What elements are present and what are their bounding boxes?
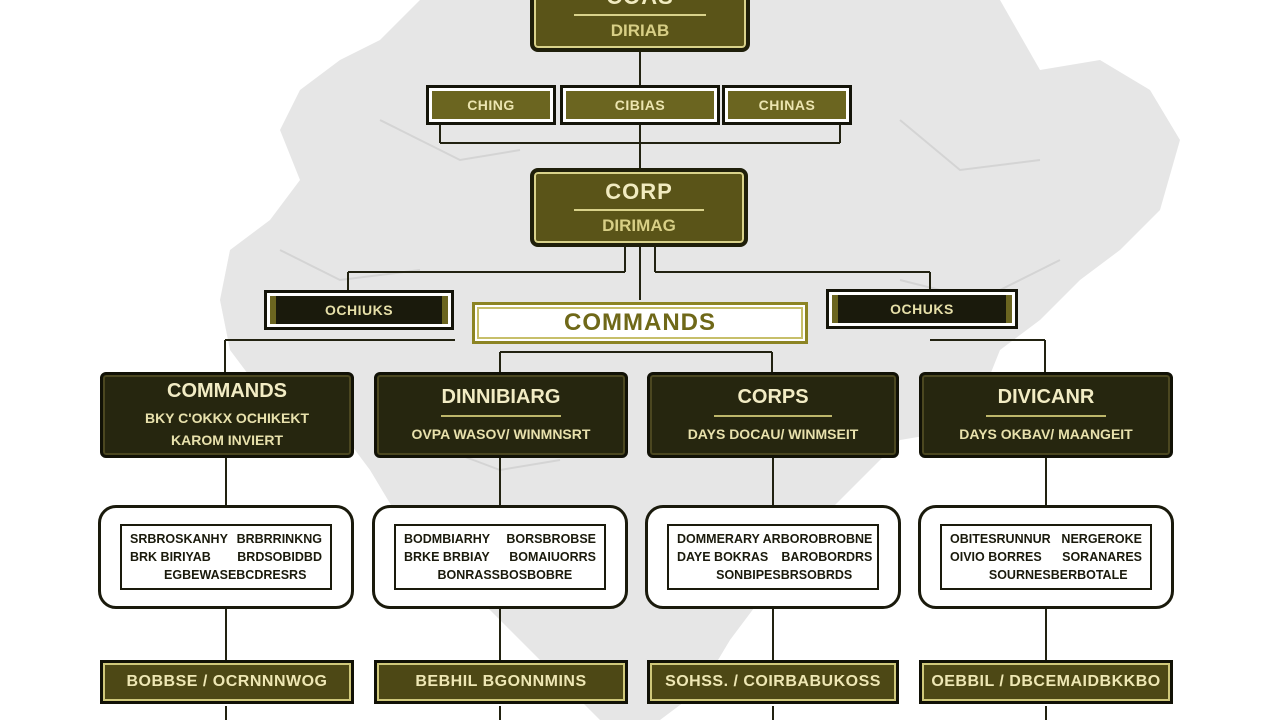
level2-box-2: DINNIBIARG OVPA WASOV/ WINMNSRT	[374, 372, 628, 458]
level2-box-1: COMMANDS BKY C'OKKX OCHIKEKT KAROM INVIE…	[100, 372, 354, 458]
staff-tab-2-label: CIBIAS	[566, 91, 714, 119]
level2-box-3-line1: DAYS DOCAU/ WINMSEIT	[687, 425, 859, 442]
staff-tab-1-label: CHING	[432, 91, 550, 119]
section-tab-left: OCHIUKS	[264, 290, 454, 330]
detail-cell: BRK BIRIYAB	[130, 550, 211, 564]
detail-cell: BOSBOBRE	[500, 568, 573, 582]
level2-box-1-line2: KAROM INVIERT	[171, 431, 283, 448]
detail-cell: BRDSOBIDBD	[237, 550, 322, 564]
level2-box-1-line1: BKY C'OKKX OCHIKEKT	[144, 409, 310, 426]
staff-tab-3-label: CHINAS	[728, 91, 846, 119]
bottom-bar-3: SOHSS. / COIRBABUKOSS	[647, 660, 899, 704]
staff-tab-2: CIBIAS	[560, 85, 720, 125]
corp-node-title: CORP	[605, 179, 673, 204]
detail-cell: DAYE BOKRAS	[677, 550, 769, 564]
detail-box-1: SRBROSKANHY BRBRRINKNG BRK BIRIYAB BRDSO…	[98, 505, 354, 609]
level2-box-1-title: COMMANDS	[167, 379, 287, 402]
level2-box-2-title: DINNIBIARG	[441, 385, 561, 408]
level2-box-3-rule	[713, 414, 833, 417]
detail-box-3-grid: DOMMERARY AR BOROBROBNE DAYE BOKRAS BARO…	[667, 524, 879, 590]
detail-cell: SORANARES	[1062, 550, 1142, 564]
detail-cell: BRKE BRBIAY	[404, 550, 490, 564]
level2-box-4-title: DIVICANR	[997, 385, 1095, 408]
detail-cell: EGBEWAS	[164, 568, 228, 582]
coas-node-rule	[574, 13, 706, 16]
detail-box-3: DOMMERARY AR BOROBROBNE DAYE BOKRAS BARO…	[645, 505, 901, 609]
level2-box-3-title: CORPS	[737, 385, 809, 408]
bottom-bar-1: BOBBSE / OCRNNNWOG	[100, 660, 354, 704]
level2-box-3: CORPS DAYS DOCAU/ WINMSEIT	[647, 372, 899, 458]
detail-cell: BODMBIARHY	[404, 532, 491, 546]
detail-cell: SRBROSKANHY	[130, 532, 228, 546]
bottom-bar-4-label: OEBBIL / DBCEMAIDBKKBO	[931, 673, 1161, 690]
level2-box-2-line1: OVPA WASOV/ WINMNSRT	[411, 425, 591, 442]
coas-node-subtitle: DIRIAB	[610, 20, 670, 40]
bottom-bar-2-label: BEBHIL BGONNMINS	[415, 673, 587, 690]
section-tab-right-label: OCHUKS	[832, 295, 1012, 323]
detail-cell: BOMAIUORRS	[509, 550, 596, 564]
detail-box-2: BODMBIARHY BORSBROBSE BRKE BRBIAY BOMAIU…	[372, 505, 628, 609]
detail-box-4: OBITESRUNNUR NERGEROKE OIVIO BORRES SORA…	[918, 505, 1174, 609]
detail-cell: BORSBROBSE	[506, 532, 596, 546]
detail-box-4-grid: OBITESRUNNUR NERGEROKE OIVIO BORRES SORA…	[940, 524, 1152, 590]
detail-cell: BONRASS	[437, 568, 500, 582]
bottom-bar-1-label: BOBBSE / OCRNNNWOG	[126, 673, 328, 690]
detail-cell: SOURNES	[988, 568, 1051, 582]
section-tab-right: OCHUKS	[826, 289, 1018, 329]
staff-tab-3: CHINAS	[722, 85, 852, 125]
detail-cell: BRSOBRDS	[780, 568, 853, 582]
bottom-bar-3-label: SOHSS. / COIRBABUKOSS	[665, 673, 881, 690]
coas-node-title: COAS	[606, 0, 674, 10]
corp-node-subtitle: DIRIMAG	[602, 216, 676, 235]
staff-tab-1: CHING	[426, 85, 556, 125]
bottom-bar-2: BEBHIL BGONNMINS	[374, 660, 628, 704]
detail-cell: DOMMERARY AR	[677, 532, 781, 546]
detail-cell: BAROBORDRS	[781, 550, 873, 564]
level2-box-4: DIVICANR DAYS OKBAV/ MAANGEIT	[919, 372, 1173, 458]
coas-node: COAS DIRIAB	[530, 0, 750, 52]
level2-box-4-line1: DAYS OKBAV/ MAANGEIT	[959, 425, 1133, 442]
level2-box-4-rule	[986, 414, 1106, 417]
detail-cell: EBCDRESRS	[227, 568, 307, 582]
commands-banner-label: COMMANDS	[564, 309, 716, 336]
detail-cell: NERGEROKE	[1061, 532, 1142, 546]
commands-banner: COMMANDS	[472, 302, 808, 344]
section-tab-left-label: OCHIUKS	[270, 296, 448, 324]
detail-box-2-grid: BODMBIARHY BORSBROBSE BRKE BRBIAY BOMAIU…	[394, 524, 606, 590]
detail-cell: BOROBROBNE	[780, 532, 873, 546]
detail-cell: BERBOTALE	[1050, 568, 1128, 582]
detail-box-1-grid: SRBROSKANHY BRBRRINKNG BRK BIRIYAB BRDSO…	[120, 524, 332, 590]
detail-cell: SONBIPES	[716, 568, 781, 582]
detail-cell: OIVIO BORRES	[950, 550, 1042, 564]
detail-cell: OBITESRUNNUR	[950, 532, 1051, 546]
detail-cell: BRBRRINKNG	[236, 532, 322, 546]
corp-node-rule	[573, 209, 705, 211]
bottom-bar-4: OEBBIL / DBCEMAIDBKKBO	[919, 660, 1173, 704]
corp-node: CORP DIRIMAG	[530, 168, 748, 247]
level2-box-2-rule	[441, 414, 561, 417]
